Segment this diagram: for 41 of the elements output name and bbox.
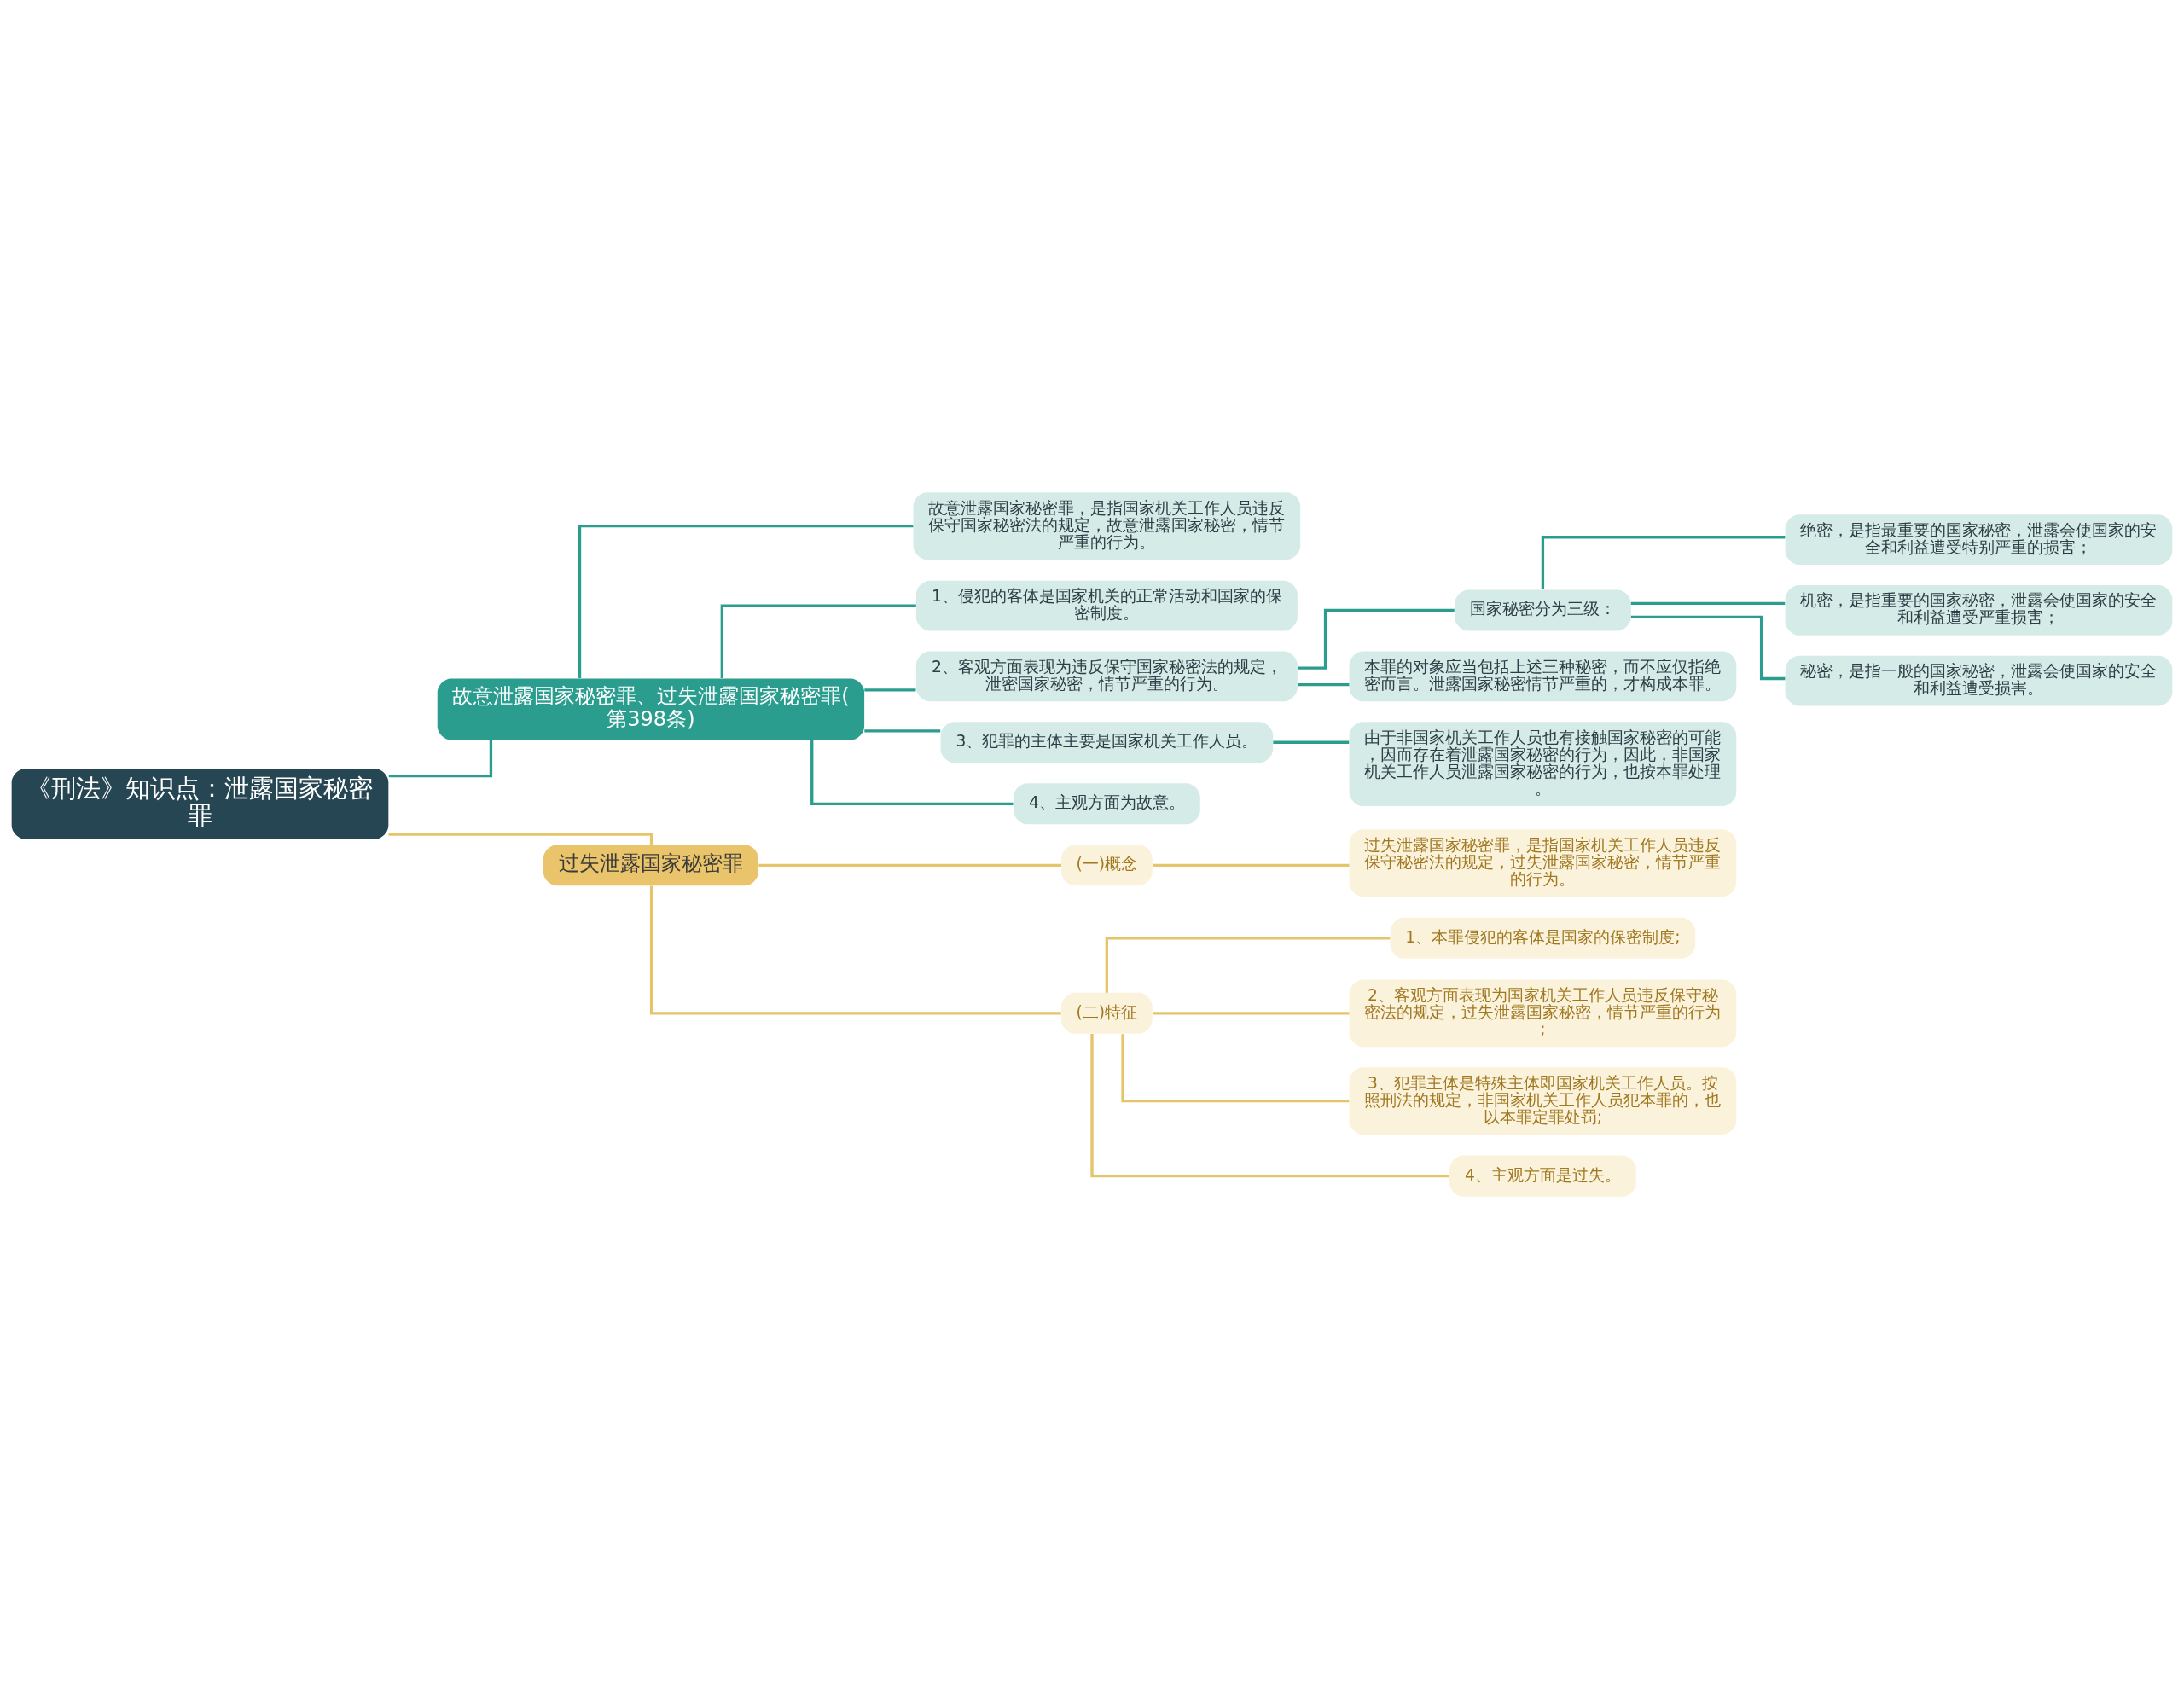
node-box: 1、本罪侵犯的客体是国家的保密制度; xyxy=(1390,917,1696,959)
connector xyxy=(1273,740,1350,744)
node-box: 由于非国家机关工作人员也有接触国家秘密的可能，因而存在着泄露国家秘密的行为，因此，非国家机关工作人员泄露国家秘密的行为，也按本罪处理。 xyxy=(1349,722,1737,806)
connector xyxy=(810,740,1014,805)
node-box: 2、客观方面表现为违反保守国家秘密法的规定，泄密国家秘密，情节严重的行为。 xyxy=(915,651,1298,702)
node-box: 秘密，是指一般的国家秘密，泄露会使国家的安全和利益遭受损害。 xyxy=(1785,655,2173,706)
connector xyxy=(649,885,1061,1015)
connector xyxy=(864,729,941,733)
connector xyxy=(388,833,653,845)
connector xyxy=(388,740,493,778)
node-box: (二)特征 xyxy=(1060,992,1153,1034)
node-box: 机密，是指重要的国家秘密，泄露会使国家的安全和利益遭受严重损害； xyxy=(1785,585,2173,636)
node-box: 国家秘密分为三级： xyxy=(1455,589,1631,631)
node-box: 4、主观方面为故意。 xyxy=(1013,783,1200,825)
connector xyxy=(1153,1012,1350,1015)
connector xyxy=(1121,1034,1350,1103)
node-box: 本罪的对象应当包括上述三种秘密，而不应仅指绝密而言。泄露国家秘密情节严重的，才构成本罪。 xyxy=(1349,651,1737,702)
node-box: 4、主观方面是过失。 xyxy=(1449,1155,1636,1197)
connector xyxy=(1630,601,1786,606)
node-box: 过失泄露国家秘密罪，是指国家机关工作人员违反保守秘密法的规定，过失泄露国家秘密，情节严重的行为。 xyxy=(1349,829,1737,897)
connector xyxy=(758,863,1061,867)
connector xyxy=(720,604,916,679)
node-box: (一)概念 xyxy=(1060,844,1153,886)
connector xyxy=(1298,682,1350,687)
connector xyxy=(1153,863,1350,867)
node-box: 故意泄露国家秘密罪，是指国家机关工作人员违反保守国家秘密法的规定，故意泄露国家秘密，情节严重的行为。 xyxy=(913,492,1301,560)
connector xyxy=(1298,608,1455,670)
connector xyxy=(1630,615,1786,681)
connector xyxy=(578,525,914,679)
node-box: 3、犯罪的主体主要是国家机关工作人员。 xyxy=(940,722,1274,763)
connector xyxy=(1541,536,1786,590)
node-box: 1、侵犯的客体是国家机关的正常活动和国家的保密制度。 xyxy=(915,580,1298,631)
node-box: 2、客观方面表现为国家机关工作人员违反保守秘密法的规定，过失泄露国家秘密，情节严重的行为; xyxy=(1349,979,1737,1048)
connector xyxy=(1090,1034,1449,1178)
node-box: 故意泄露国家秘密罪、过失泄露国家秘密罪(第398条) xyxy=(437,678,865,740)
node-box: 《刑法》知识点：泄露国家秘密罪 xyxy=(11,768,389,839)
connector xyxy=(1105,937,1391,993)
node-box: 过失泄露国家秘密罪 xyxy=(543,844,758,886)
connector xyxy=(864,688,916,692)
node-box: 绝密，是指最重要的国家秘密，泄露会使国家的安全和利益遭受特别严重的损害； xyxy=(1785,514,2173,566)
node-box: 3、犯罪主体是特殊主体即国家机关工作人员。按照刑法的规定，非国家机关工作人员犯本罪的，也以本罪定罪处罚; xyxy=(1349,1067,1737,1135)
